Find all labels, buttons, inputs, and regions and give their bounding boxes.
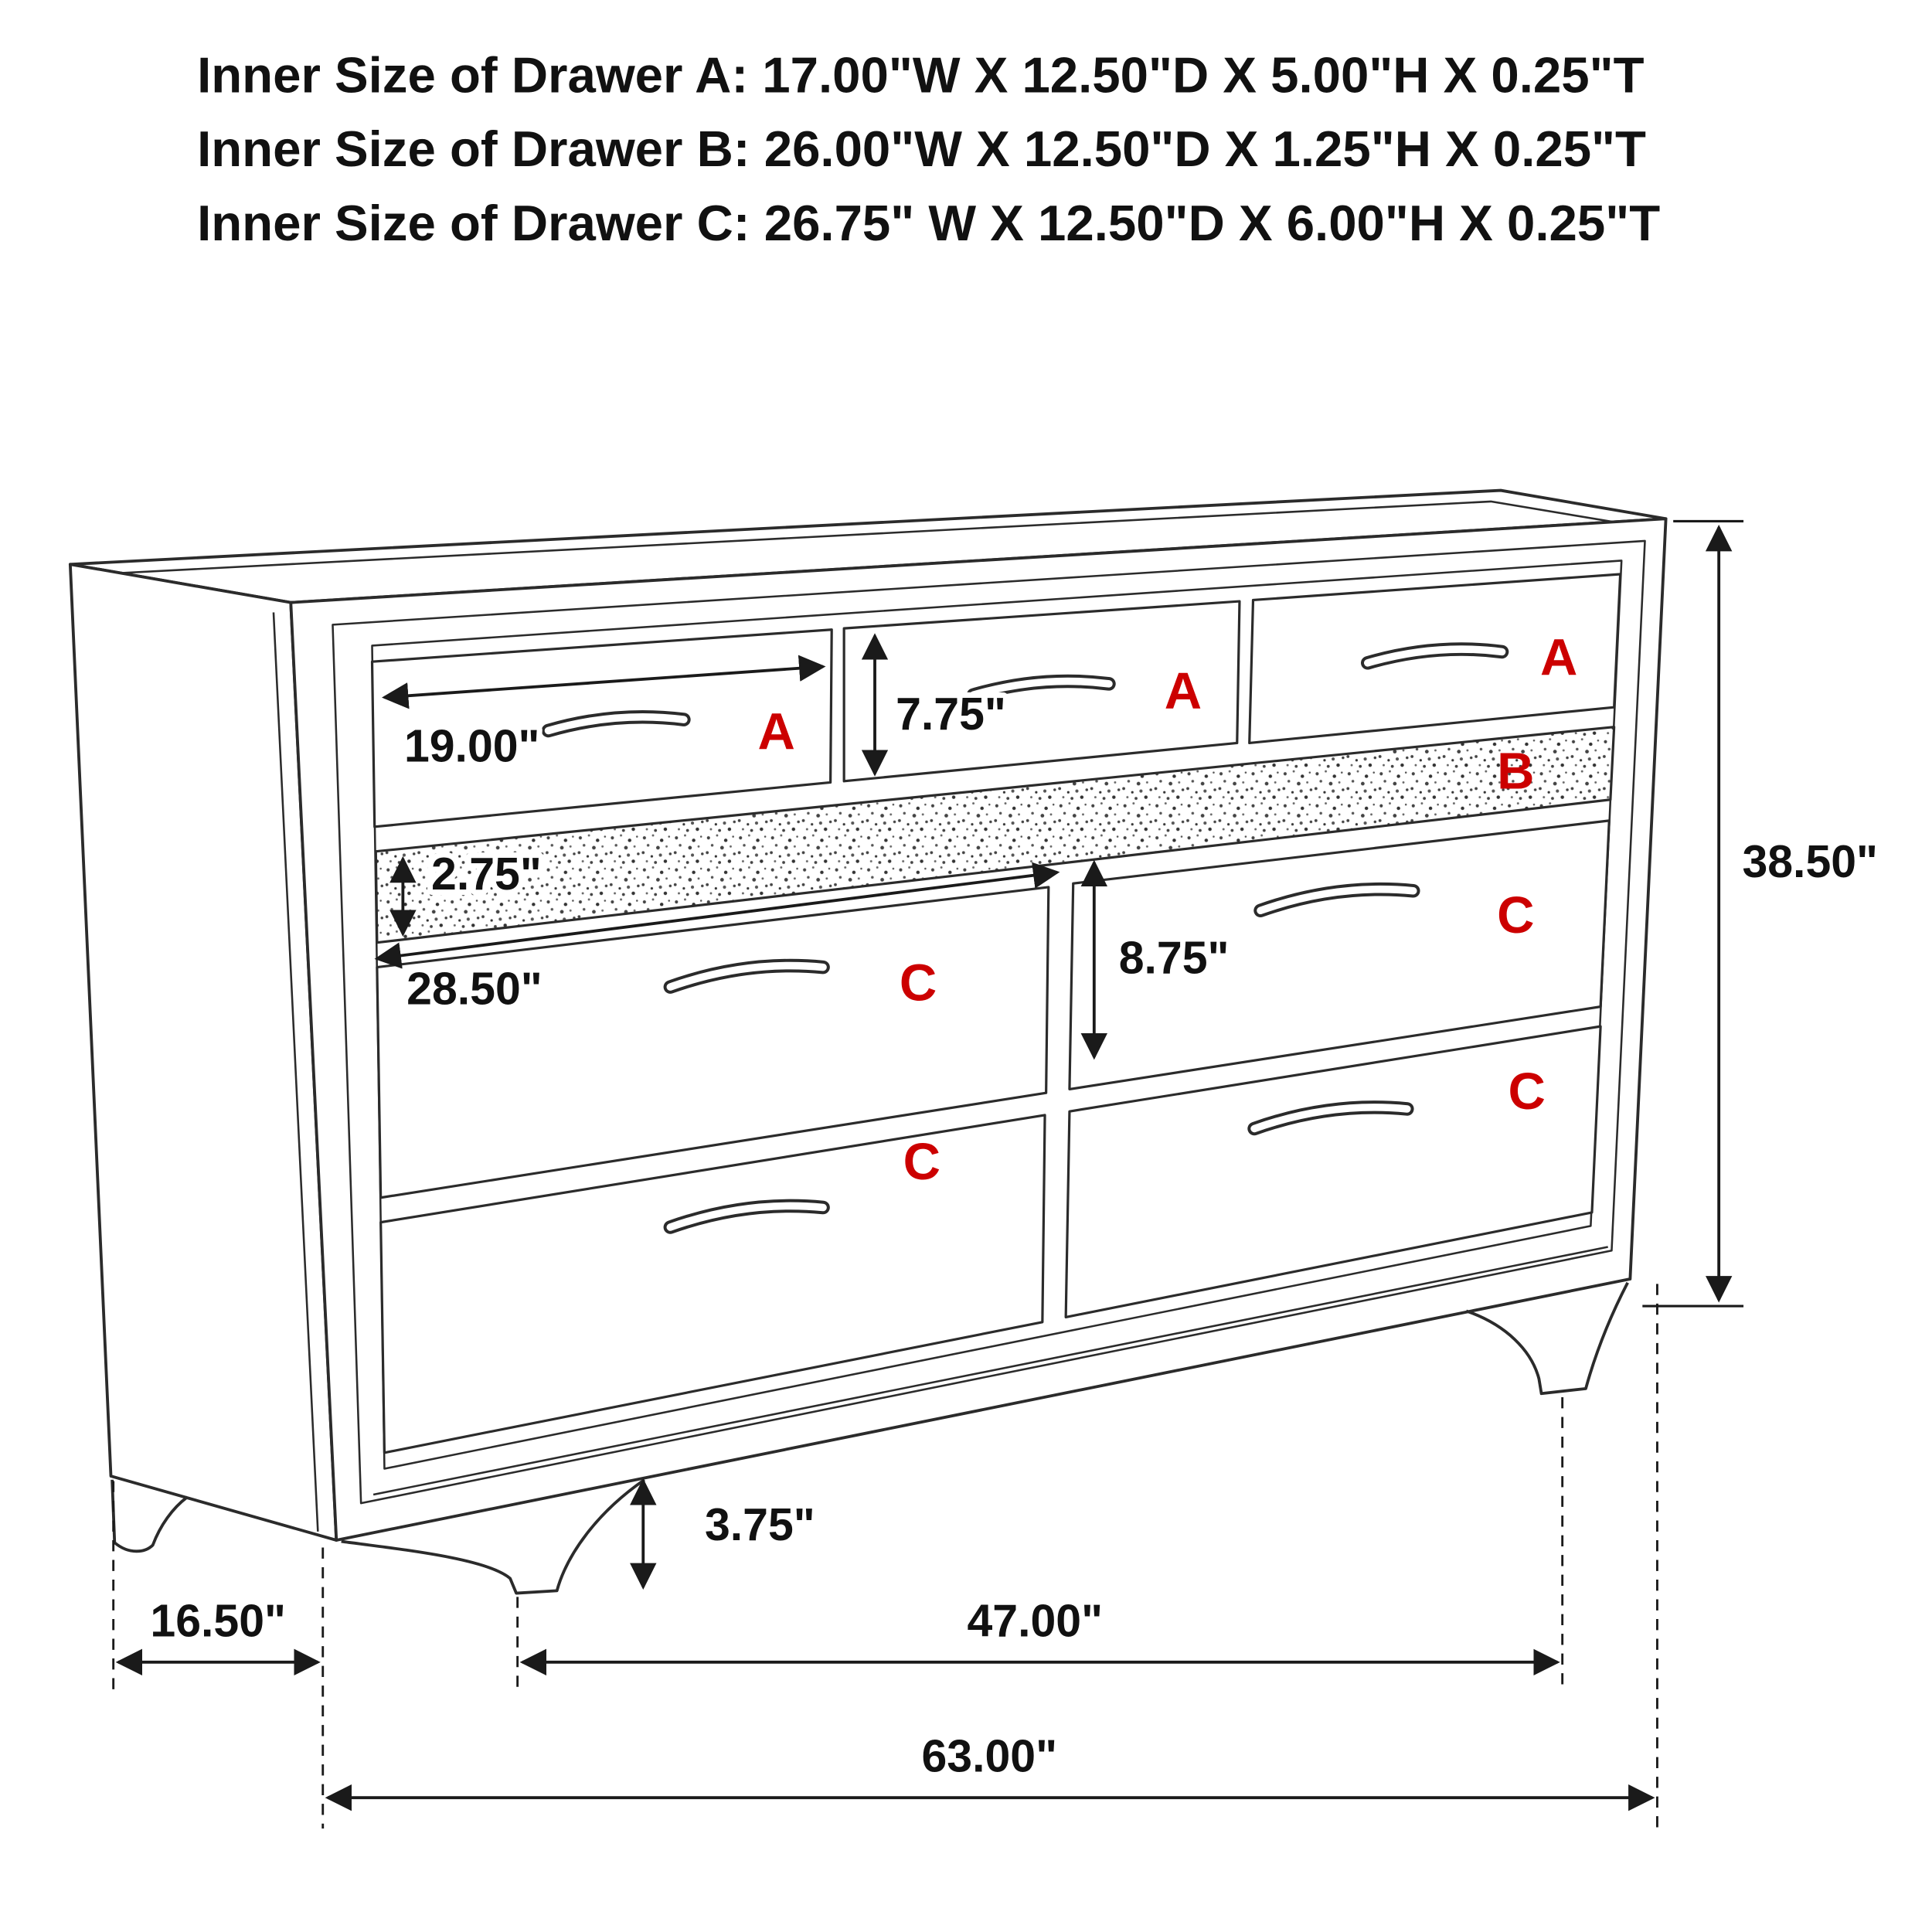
front-left-foot: [341, 1478, 645, 1595]
drawer-c-lower-right: [1064, 1025, 1602, 1318]
label-drawer-c-lower-right: C: [1509, 1063, 1546, 1121]
label-drawer-c-lower-left: C: [903, 1133, 940, 1191]
header: Inner Size of Drawer A: 17.00"W X 12.50"…: [197, 47, 1660, 251]
dim-overall-height-value: 38.50": [1742, 836, 1878, 887]
header-line-drawer-b: Inner Size of Drawer B: 26.00"W X 12.50"…: [197, 121, 1646, 177]
left-side-panel-line: [272, 612, 319, 1532]
label-drawer-a-middle: A: [1165, 662, 1202, 720]
drawer-handle-icon: [1253, 882, 1420, 918]
label-drawer-a-left: A: [758, 702, 795, 760]
dim-drawer-c-width: 28.50": [374, 862, 1060, 1020]
dim-overall-height: 38.50": [1642, 519, 1883, 1308]
dim-overall-depth: 16.50": [115, 1590, 321, 1676]
drawer-c-upper-right: [1068, 819, 1611, 1091]
dim-foot-height-value: 3.75": [705, 1499, 815, 1550]
front-frame-bevel: [332, 539, 1646, 1505]
dim-drawer-c-height: 8.75": [1080, 859, 1235, 1060]
label-drawer-a-right: A: [1540, 629, 1577, 687]
drawer-handle-icon: [541, 709, 691, 738]
dim-drawer-c-width-value: 28.50": [406, 963, 543, 1014]
drawer-c-lower-left: [379, 1114, 1046, 1454]
drawer-handle-icon: [966, 674, 1116, 702]
drawer-a-right: [1248, 573, 1622, 745]
dim-foot-span-value: 47.00": [967, 1595, 1103, 1646]
drawer-a-middle: [842, 600, 1241, 783]
drawer-handles: [541, 642, 1509, 1234]
label-drawer-c-upper-left: C: [900, 954, 937, 1012]
extension-lines: [112, 1284, 1658, 1829]
dim-drawer-a-height: 7.75": [861, 633, 1012, 777]
dim-overall-width: 63.00": [325, 1726, 1655, 1811]
label-drawer-b: B: [1497, 742, 1534, 800]
front-right-foot: [1465, 1281, 1629, 1396]
dim-drawer-a-height-value: 7.75": [896, 689, 1006, 740]
header-line-drawer-c: Inner Size of Drawer C: 26.75" W X 12.50…: [197, 195, 1660, 251]
dim-drawer-a-width: 19.00": [382, 655, 826, 777]
dim-drawer-b-height-value: 2.75": [431, 849, 542, 900]
header-line-drawer-a: Inner Size of Drawer A: 17.00"W X 12.50"…: [197, 47, 1645, 104]
drawer-handle-icon: [663, 1199, 830, 1234]
drawer-handle-icon: [1247, 1100, 1414, 1136]
dim-overall-depth-value: 16.50": [150, 1595, 286, 1646]
back-left-foot: [111, 1479, 189, 1553]
dim-foot-height: 3.75": [630, 1478, 821, 1590]
drawer-handle-icon: [1361, 642, 1509, 670]
base-molding-line: [372, 1246, 1608, 1496]
dim-foot-span: 47.00": [519, 1590, 1560, 1676]
label-drawer-c-upper-right: C: [1497, 886, 1534, 944]
dim-overall-width-value: 63.00": [922, 1731, 1058, 1782]
dim-drawer-a-width-value: 19.00": [404, 720, 540, 771]
dimension-annotations: 19.00" 7.75" 2.75" 28.50" 8.75" 38.50" 3…: [112, 519, 1883, 1829]
dim-drawer-c-height-value: 8.75": [1119, 933, 1230, 984]
